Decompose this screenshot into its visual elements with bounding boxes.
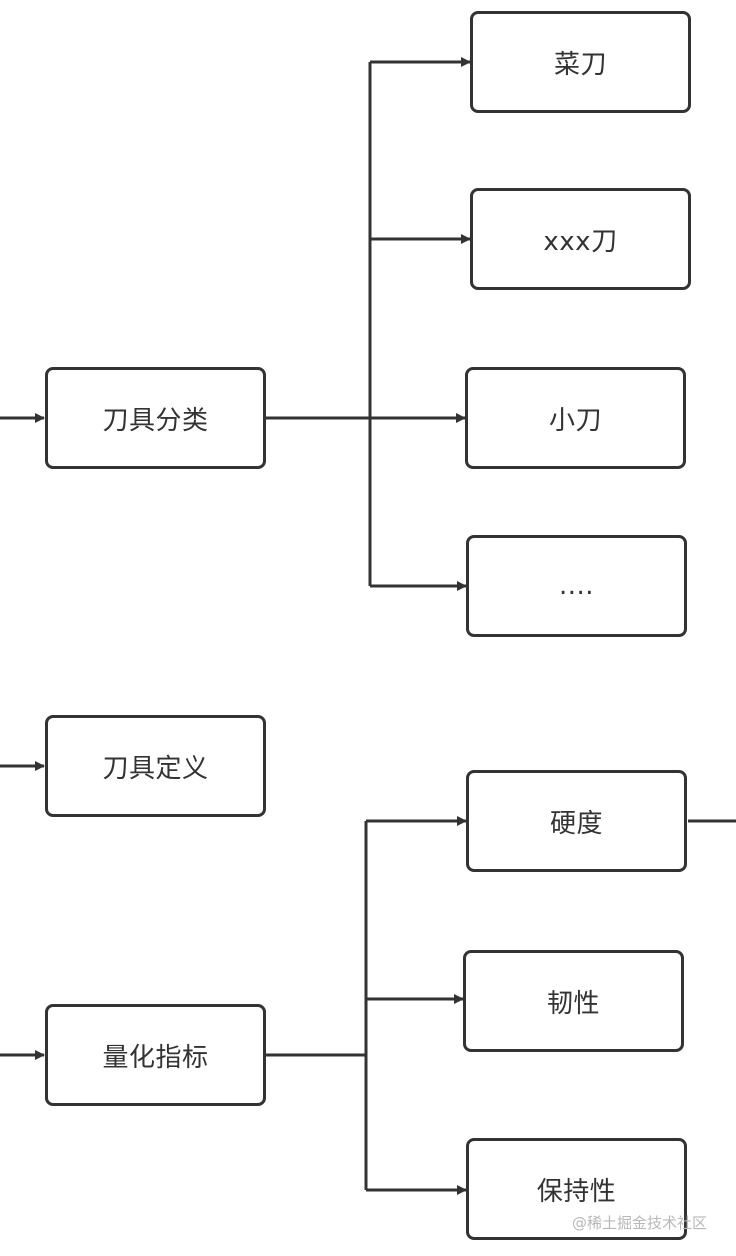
node-toughness[interactable]: 韧性 — [463, 950, 684, 1052]
node-knife-category[interactable]: 刀具分类 — [45, 367, 266, 469]
node-xxx-knife[interactable]: xxx刀 — [470, 188, 691, 290]
node-hardness[interactable]: 硬度 — [466, 770, 687, 872]
node-small-knife[interactable]: 小刀 — [465, 367, 686, 469]
node-knife-definition[interactable]: 刀具定义 — [45, 715, 266, 817]
node-quant-metrics[interactable]: 量化指标 — [45, 1004, 266, 1106]
node-kitchen-knife[interactable]: 菜刀 — [470, 11, 691, 113]
watermark: @稀土掘金技术社区 — [572, 1214, 708, 1232]
node-retention[interactable]: 保持性 — [466, 1138, 687, 1240]
node-more[interactable]: .... — [466, 535, 687, 637]
